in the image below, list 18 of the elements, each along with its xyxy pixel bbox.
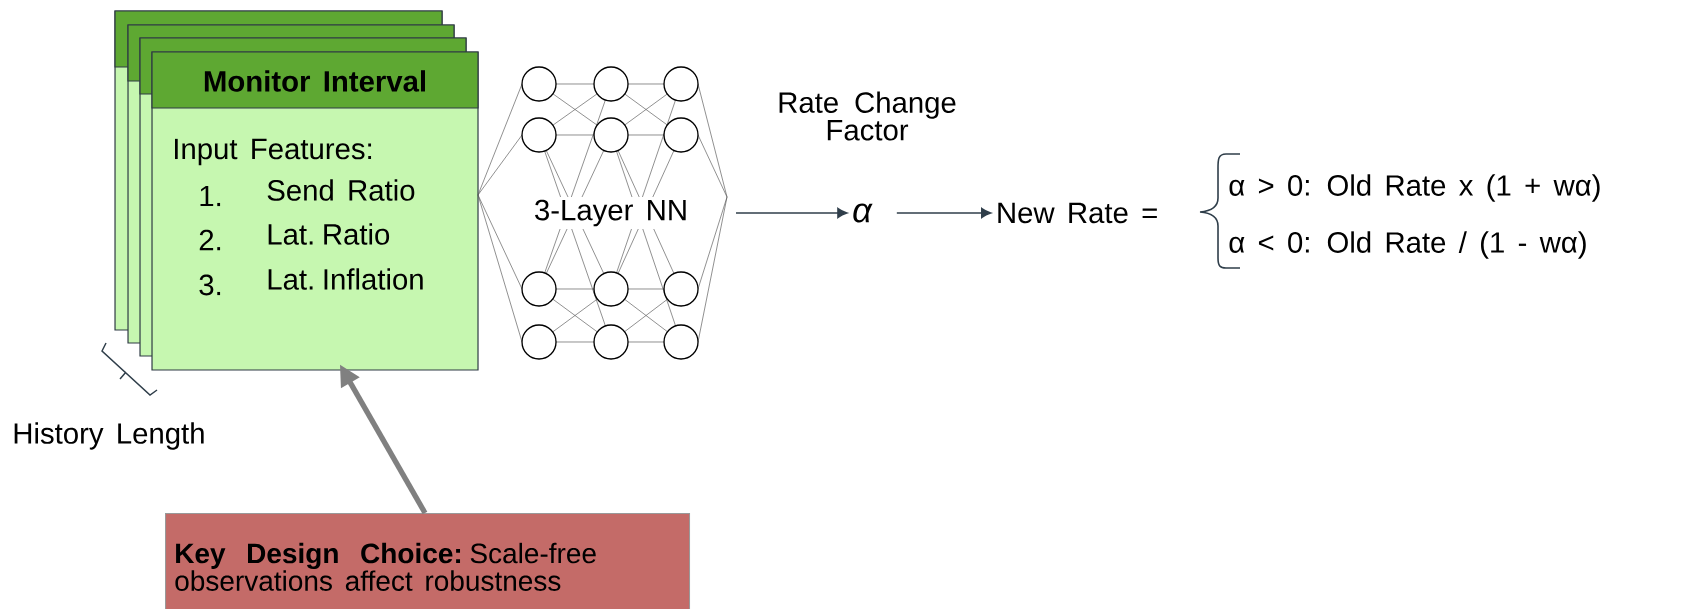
list-item: Lat. Inflation [268,268,423,290]
card-title: Monitor Interval [204,70,425,92]
list-heading: Input Features: [175,138,372,166]
list-item: Lat. Ratio [268,223,390,245]
network-label: 3-Layer NN [531,197,691,229]
list-item: Send Ratio [267,179,415,201]
arrow [981,207,992,219]
list-number: 3. [199,274,221,296]
formula-text: New Rate = [998,202,1157,224]
list-number: 1. [200,185,221,207]
node-label: Rate Change Factor [779,91,956,141]
note-box: Key Design Choice: Scale-free observations affect robustness [165,513,691,609]
alpha-symbol: α [853,203,873,223]
arrow [837,207,848,219]
case-line: α > 0: Old Rate x (1 + wα) [1229,174,1600,202]
list-number: 2. [199,229,221,251]
dimension-label: History Length [14,422,204,450]
case-line: α < 0: Old Rate / (1 - wα) [1229,231,1586,259]
